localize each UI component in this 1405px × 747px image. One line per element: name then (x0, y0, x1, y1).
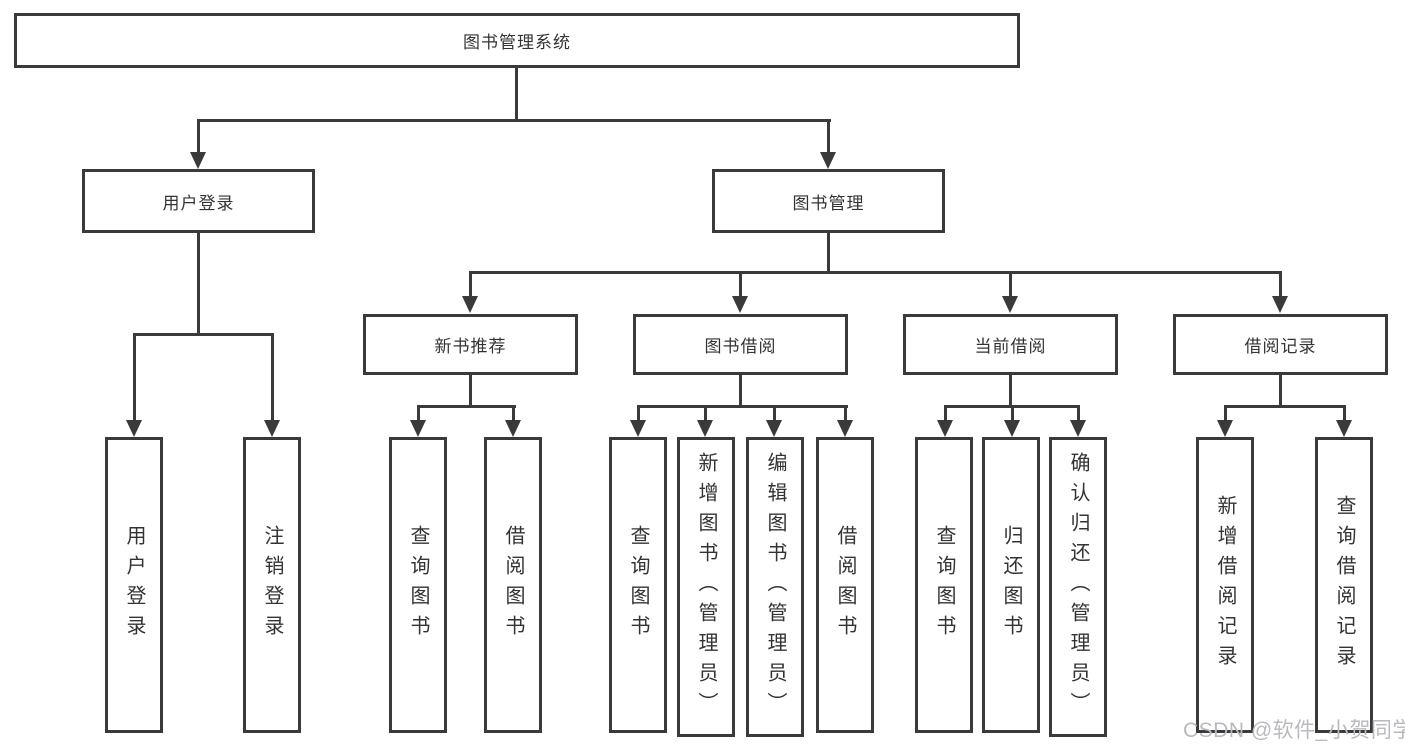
connector-line (637, 405, 848, 408)
node-leaf-return-books: 归还图书 (982, 437, 1040, 733)
node-leaf-query-books-current: 查询图书 (915, 437, 973, 733)
leaf-label: 归还图书 (1000, 525, 1022, 645)
connector-line (469, 271, 1282, 274)
connector-line (417, 405, 516, 408)
node-book-borrowing: 图书借阅 (633, 314, 848, 375)
connector-line (512, 405, 515, 421)
node-leaf-query-books-borrowing: 查询图书 (609, 437, 667, 733)
connector-arrowhead (1336, 420, 1352, 437)
leaf-label: 确认归还（管理员） (1067, 452, 1089, 722)
connector-line (1224, 405, 1227, 421)
node-leaf-borrow-books-recommend: 借阅图书 (484, 437, 542, 733)
connector-line (739, 375, 742, 408)
connector-line (1343, 405, 1346, 421)
node-library-management-system: 图书管理系统 (14, 13, 1020, 68)
node-leaf-borrow-books: 借阅图书 (816, 437, 874, 733)
connector-line (739, 271, 742, 297)
leaf-label: 编辑图书（管理员） (764, 452, 786, 722)
node-leaf-confirm-return-admin: 确认归还（管理员） (1049, 437, 1107, 737)
node-leaf-add-books-admin: 新增图书（管理员） (677, 437, 735, 737)
connector-arrowhead (937, 420, 953, 437)
connector-line (197, 119, 831, 122)
leaf-label: 用户登录 (123, 525, 145, 645)
connector-line (197, 119, 200, 153)
leaf-label: 查询图书 (407, 525, 429, 645)
leaf-label: 查询图书 (627, 525, 649, 645)
node-new-book-recommendation: 新书推荐 (363, 314, 578, 375)
connector-line (469, 271, 472, 297)
connector-arrowhead (410, 420, 426, 437)
connector-arrowhead (837, 420, 853, 437)
connector-arrowhead (1004, 420, 1020, 437)
leaf-label: 查询借阅记录 (1333, 495, 1355, 675)
node-book-management: 图书管理 (712, 169, 945, 233)
connector-line (1009, 375, 1012, 408)
connector-line (827, 119, 830, 153)
node-user-login: 用户登录 (82, 169, 315, 233)
connector-line (1009, 271, 1012, 297)
node-current-borrowing: 当前借阅 (903, 314, 1118, 375)
connector-line (469, 375, 472, 408)
connector-line (1011, 405, 1014, 421)
connector-line (1077, 405, 1080, 421)
connector-arrowhead (1002, 296, 1018, 313)
connector-arrowhead (697, 420, 713, 437)
connector-line (1224, 405, 1346, 408)
connector-line (133, 333, 274, 336)
connector-line (133, 333, 136, 421)
connector-arrowhead (1217, 420, 1233, 437)
connector-line (944, 405, 947, 421)
node-leaf-user-login: 用户登录 (105, 437, 163, 733)
connector-line (515, 68, 518, 120)
connector-arrowhead (462, 296, 478, 313)
connector-line (197, 233, 200, 336)
connector-arrowhead (820, 152, 836, 169)
connector-line (827, 233, 830, 274)
leaf-label: 注销登录 (261, 525, 283, 645)
leaf-label: 新增借阅记录 (1214, 495, 1236, 675)
connector-arrowhead (1272, 296, 1288, 313)
connector-line (417, 405, 420, 421)
node-leaf-edit-books-admin: 编辑图书（管理员） (746, 437, 804, 737)
connector-arrowhead (630, 420, 646, 437)
leaf-label: 借阅图书 (834, 525, 856, 645)
connector-line (704, 405, 707, 421)
connector-line (844, 405, 847, 421)
connector-line (1279, 271, 1282, 297)
connector-arrowhead (126, 420, 142, 437)
leaf-label: 查询图书 (933, 525, 955, 645)
connector-arrowhead (732, 296, 748, 313)
connector-line (271, 333, 274, 421)
node-leaf-logout: 注销登录 (243, 437, 301, 733)
connector-arrowhead (1070, 420, 1086, 437)
connector-line (1279, 375, 1282, 408)
connector-line (637, 405, 640, 421)
connector-arrowhead (190, 152, 206, 169)
node-borrowing-records: 借阅记录 (1173, 314, 1388, 375)
connector-arrowhead (766, 420, 782, 437)
connector-arrowhead (505, 420, 521, 437)
csdn-watermark: CSDN @软件_小贺同学 (1183, 719, 1405, 742)
node-leaf-add-borrow-record: 新增借阅记录 (1196, 437, 1254, 733)
node-leaf-query-books-recommend: 查询图书 (389, 437, 447, 733)
connector-arrowhead (264, 420, 280, 437)
leaf-label: 新增图书（管理员） (695, 452, 717, 722)
leaf-label: 借阅图书 (502, 525, 524, 645)
connector-line (773, 405, 776, 421)
node-leaf-query-borrow-record: 查询借阅记录 (1315, 437, 1373, 733)
